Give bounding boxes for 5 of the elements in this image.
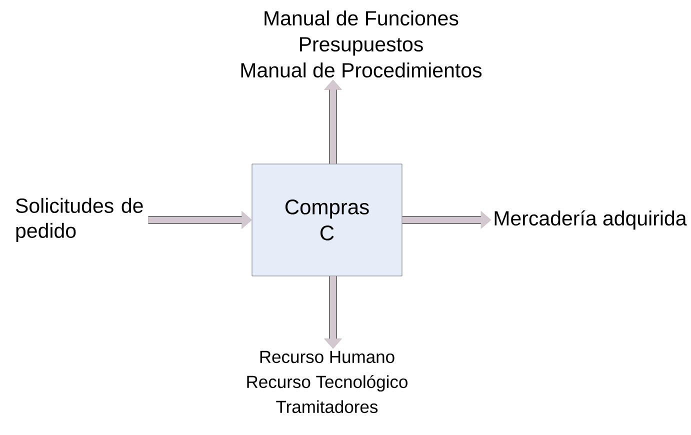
control-label: Manual de Funciones Presupuestos Manual de Procedimientos	[241, 10, 482, 78]
mechanism-label: Recurso Humano Recurso Tecnológico Tramitadores	[247, 350, 408, 414]
output-label: Mercadería adquirida	[494, 210, 687, 230]
input-label: Solicitudes de pedido	[16, 198, 143, 242]
process-box: Compras C	[252, 164, 402, 276]
